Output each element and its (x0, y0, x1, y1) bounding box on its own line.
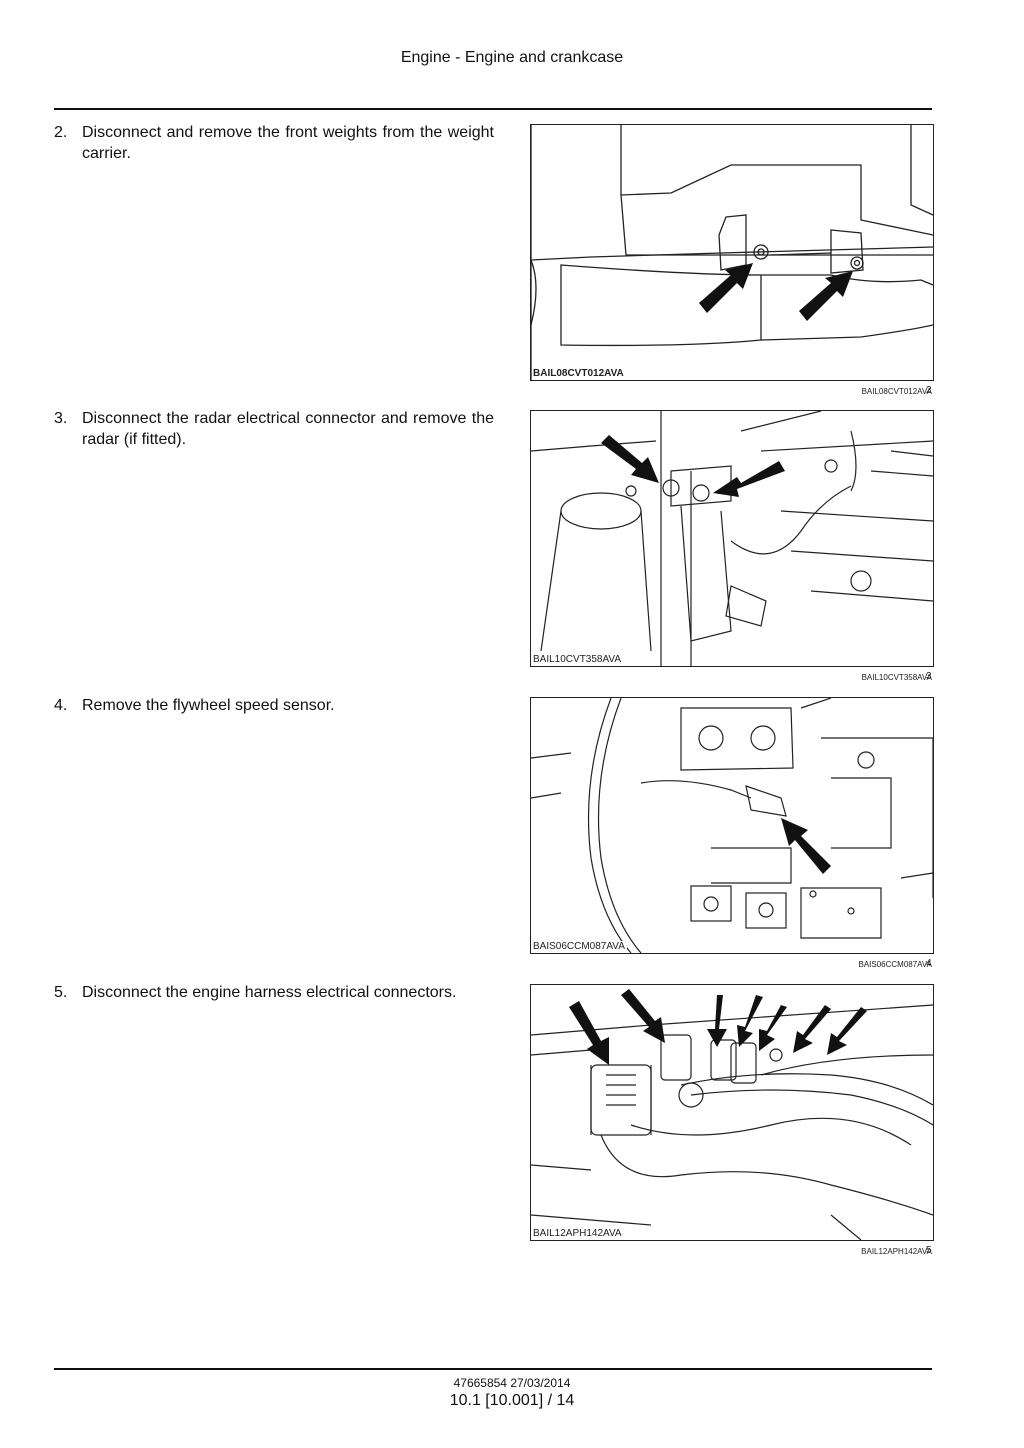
step-text: Disconnect the radar electrical connecto… (82, 410, 494, 448)
engine-harness-illustration (531, 989, 933, 1240)
figure-caption-number: 4 (926, 958, 932, 969)
figure-radar: BAIL10CVT358AVA (530, 410, 934, 667)
front-weights-illustration (531, 125, 933, 380)
figure-inner-code: BAIL12APH142AVA (533, 1228, 624, 1239)
footer-document-reference: 47665854 27/03/2014 (453, 1376, 571, 1390)
step-text: Disconnect the engine harness electrical… (82, 984, 457, 1001)
step-number: 5. (54, 984, 68, 1001)
step-text: Disconnect and remove the front weights … (82, 124, 494, 162)
figure-caption-number: 5 (926, 1245, 932, 1256)
figure-flywheel-sensor: BAIS06CCM087AVA (530, 697, 934, 954)
step-number: 2. (54, 124, 68, 141)
figure-caption-number: 3 (926, 671, 932, 682)
step-text: Remove the flywheel speed sensor. (82, 697, 335, 714)
step-number: 4. (54, 697, 68, 714)
figure-inner-code: BAIL08CVT012AVA (533, 368, 626, 379)
header-rule (54, 108, 932, 110)
figure-caption-number: 2 (926, 385, 932, 396)
figure-caption-code: BAIL12APH142AVA (861, 1247, 932, 1256)
radar-illustration (531, 411, 933, 666)
figure-inner-code: BAIS06CCM087AVA (533, 941, 627, 952)
figure-caption-code: BAIL08CVT012AVA (861, 387, 932, 396)
figure-inner-code: BAIL10CVT358AVA (533, 654, 624, 665)
figure-caption-code: BAIS06CCM087AVA (858, 960, 932, 969)
footer-rule (54, 1368, 932, 1370)
figure-engine-harness: BAIL12APH142AVA (530, 984, 934, 1241)
page-header-title: Engine - Engine and crankcase (400, 49, 624, 66)
figure-caption-code: BAIL10CVT358AVA (861, 673, 932, 682)
figure-front-weights: BAIL08CVT012AVA (530, 124, 934, 381)
step-number: 3. (54, 410, 68, 427)
flywheel-sensor-illustration (531, 698, 933, 953)
footer-page-reference: 10.1 [10.001] / 14 (449, 1392, 575, 1409)
